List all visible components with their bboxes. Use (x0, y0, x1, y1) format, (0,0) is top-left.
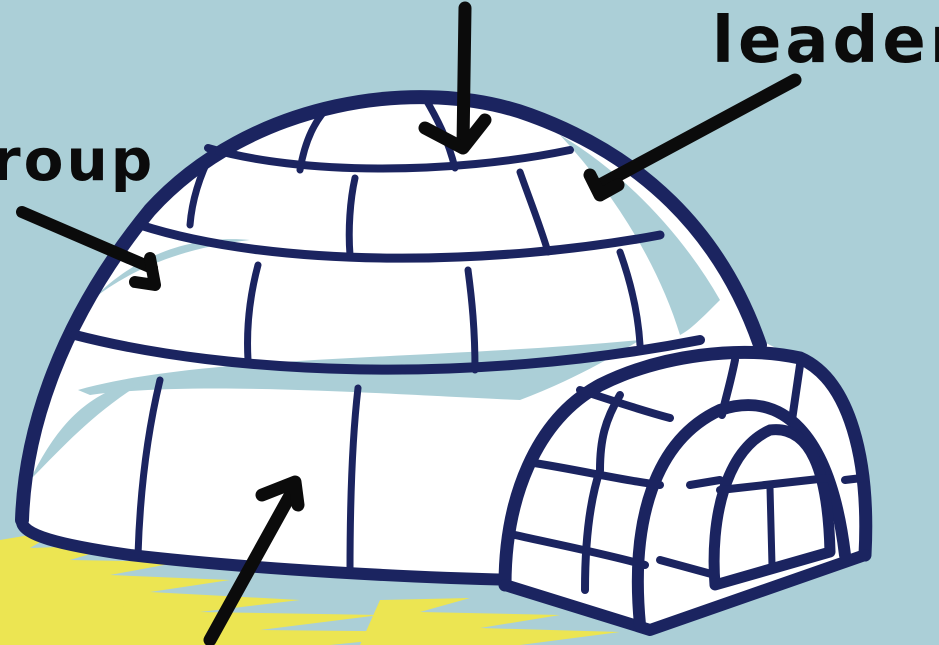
label-group: roup (0, 126, 155, 194)
